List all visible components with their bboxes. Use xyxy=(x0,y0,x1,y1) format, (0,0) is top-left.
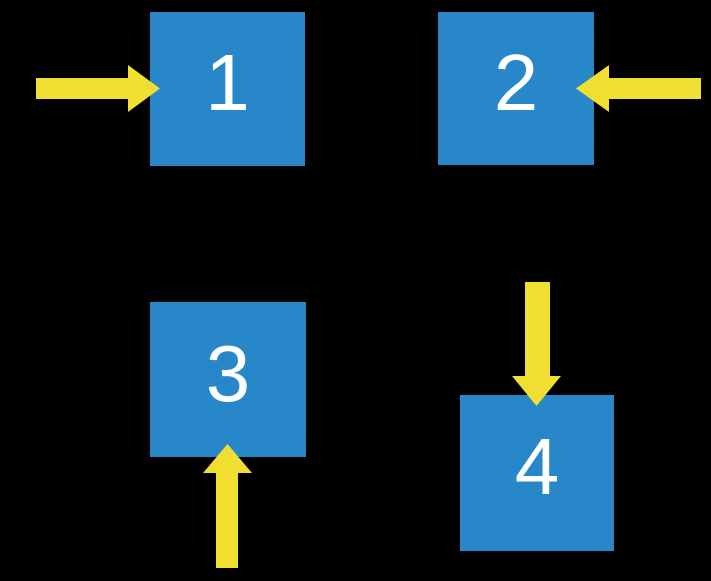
box-1-label: 1 xyxy=(205,38,250,127)
arrow-left-into-box-2-icon xyxy=(576,65,701,112)
box-2-label: 2 xyxy=(493,37,539,127)
arrow-up-into-box-3-icon xyxy=(203,444,252,568)
box-4-label: 4 xyxy=(514,422,560,511)
box-3: 3 xyxy=(150,302,306,457)
box-1: 1 xyxy=(150,12,305,166)
box-3-label: 3 xyxy=(205,328,251,418)
arrow-down-into-box-4-icon xyxy=(512,282,561,406)
box-4: 4 xyxy=(460,395,614,551)
box-2: 2 xyxy=(438,12,594,165)
arrow-right-into-box-1-icon xyxy=(36,65,160,112)
